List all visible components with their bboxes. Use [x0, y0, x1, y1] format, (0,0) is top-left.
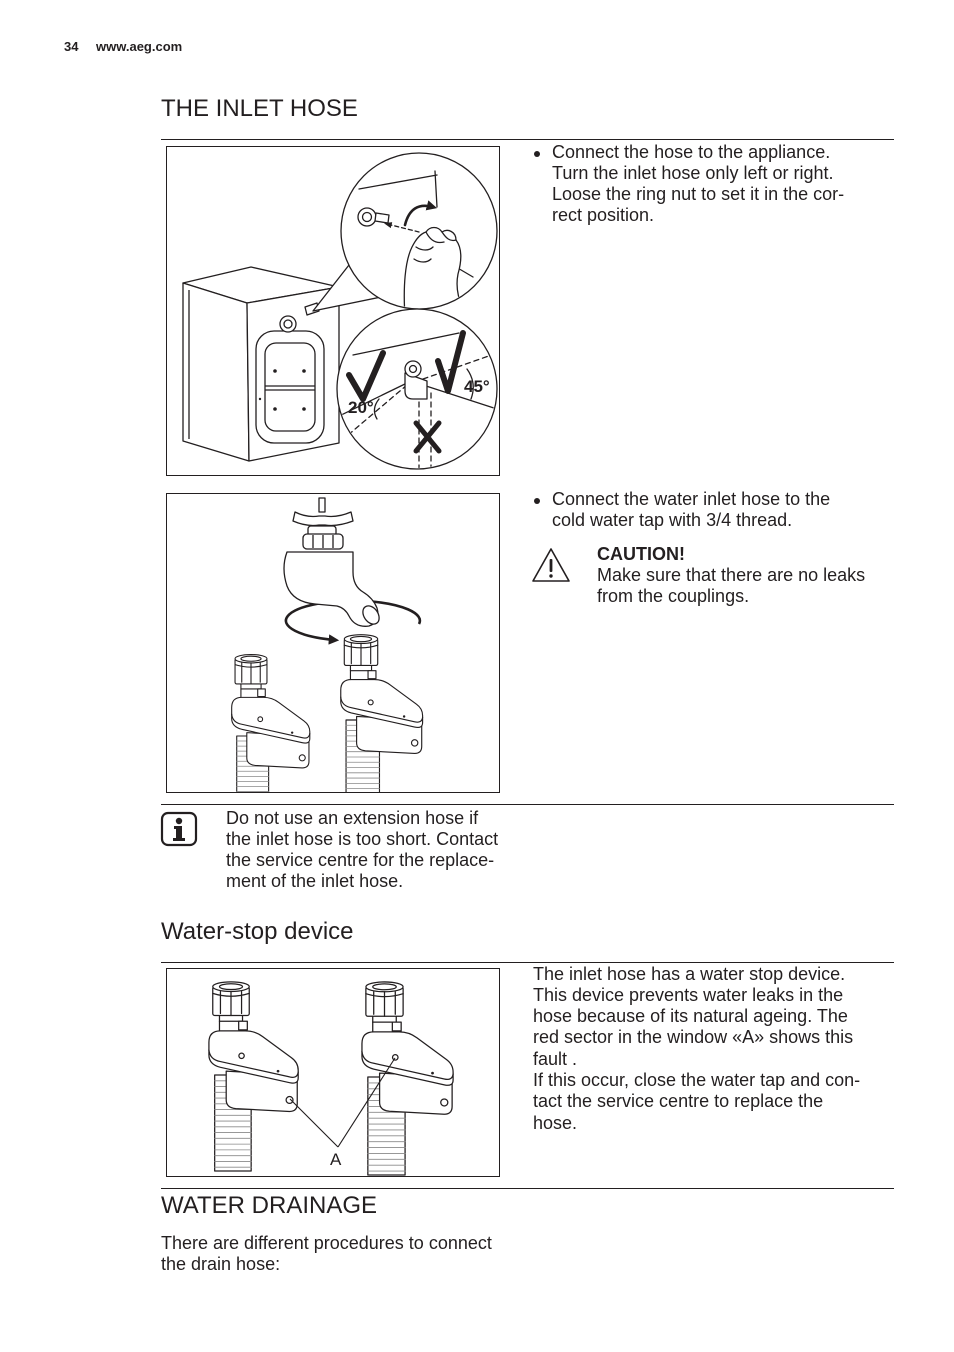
allowed-check-right — [435, 330, 466, 394]
text-line: fault . — [533, 1048, 578, 1069]
machine-side-panel — [182, 282, 250, 462]
section-title-water-stop: Water-stop device — [161, 918, 354, 945]
text-line: cold water tap with 3/4 thread. — [552, 509, 793, 530]
text-line: hose because of its natural ageing. The — [533, 1006, 848, 1027]
text-line: ment of the inlet hose. — [226, 871, 404, 892]
step-connect-appliance: Connect the hose to the appliance. Turn … — [552, 142, 844, 227]
section-divider — [161, 1188, 894, 1189]
angle-label-20: 20° — [348, 398, 374, 417]
water-stop-valve-right — [340, 634, 424, 792]
text-line: Connect the hose to the appliance. — [552, 141, 831, 162]
page-number: 34 — [64, 39, 79, 54]
section-divider — [161, 962, 894, 963]
section-divider — [161, 139, 894, 140]
figure-tap-connection — [166, 493, 500, 793]
tap-connection-illustration — [231, 497, 424, 792]
text-line: the drain hose: — [161, 1253, 281, 1274]
info-note: Do not use an extension hose if the inle… — [226, 808, 498, 893]
water-stop-valve-right — [361, 981, 454, 1176]
website-url: www.aeg.com — [96, 39, 183, 54]
callout-pointer — [312, 264, 392, 312]
text-line: from the couplings. — [597, 586, 750, 607]
text-line: Connect the water inlet hose to the — [552, 488, 831, 509]
text-line: the inlet hose is too short. Contact — [226, 828, 499, 849]
angle-label-45: 45° — [464, 377, 490, 396]
section-divider — [161, 804, 894, 805]
text-line: This device prevents water leaks in the — [533, 984, 844, 1005]
text-line: rect position. — [552, 205, 655, 226]
angle-arc-right — [466, 368, 474, 400]
machine-hose-stub — [304, 302, 320, 316]
section-title-inlet-hose: THE INLET HOSE — [161, 95, 358, 122]
tap-body — [283, 551, 379, 627]
hose-elbow-connector — [404, 360, 428, 400]
water-stop-valve-left — [231, 653, 311, 792]
window-label: A — [330, 1150, 342, 1169]
bullet-marker — [534, 151, 540, 157]
angle-arc-left — [373, 398, 380, 420]
caution-title: CAUTION! — [597, 543, 685, 564]
section-title-water-drainage: WATER DRAINAGE — [161, 1192, 378, 1219]
washing-machine-illustration — [182, 266, 340, 462]
text-line: Loose the ring nut to set it in the cor- — [552, 184, 845, 205]
hose-connection-illustration: 20° 45° — [182, 152, 498, 470]
hose-angle-callout: 20° 45° — [336, 308, 498, 470]
allowed-check-left — [346, 350, 386, 402]
step-connect-tap: Connect the water inlet hose to the cold… — [552, 489, 830, 532]
water-stop-illustration: A — [208, 981, 454, 1176]
text-line: red sector in the window «A» shows this — [533, 1027, 854, 1048]
figure-water-stop-device: A — [166, 968, 500, 1177]
text-line: There are different procedures to connec… — [161, 1232, 492, 1253]
figure-hose-connection: 20° 45° — [166, 146, 500, 476]
tap-handle — [292, 511, 354, 527]
window-pointer-lines — [289, 1057, 396, 1148]
caution-note: CAUTION! Make sure that there are no lea… — [597, 544, 865, 608]
water-tap-illustration — [283, 497, 380, 627]
push-arrow — [383, 222, 420, 233]
text-line: Make sure that there are no leaks — [597, 564, 866, 585]
text-line: The inlet hose has a water stop device. — [533, 963, 846, 984]
warning-triangle-icon — [532, 548, 570, 582]
water-stop-valve-left — [208, 981, 299, 1172]
bullet-marker — [534, 498, 540, 504]
text-line: Turn the inlet hose only left or right. — [552, 162, 834, 183]
not-allowed-cross — [413, 420, 442, 454]
info-icon — [160, 811, 198, 847]
tap-spout-opening — [362, 605, 380, 625]
machine-door-panel — [255, 330, 325, 444]
text-line: Do not use an extension hose if — [226, 807, 479, 828]
text-line: the service centre for the replace- — [226, 850, 495, 871]
water-stop-description: The inlet hose has a water stop device. … — [533, 964, 860, 1134]
text-line: tact the service centre to replace the — [533, 1091, 824, 1112]
rotate-arrow — [403, 200, 438, 227]
water-drainage-intro: There are different procedures to connec… — [161, 1233, 492, 1276]
text-line: If this occur, close the water tap and c… — [533, 1069, 861, 1090]
hose-connection-callout — [312, 152, 498, 312]
text-line: hose. — [533, 1112, 578, 1133]
